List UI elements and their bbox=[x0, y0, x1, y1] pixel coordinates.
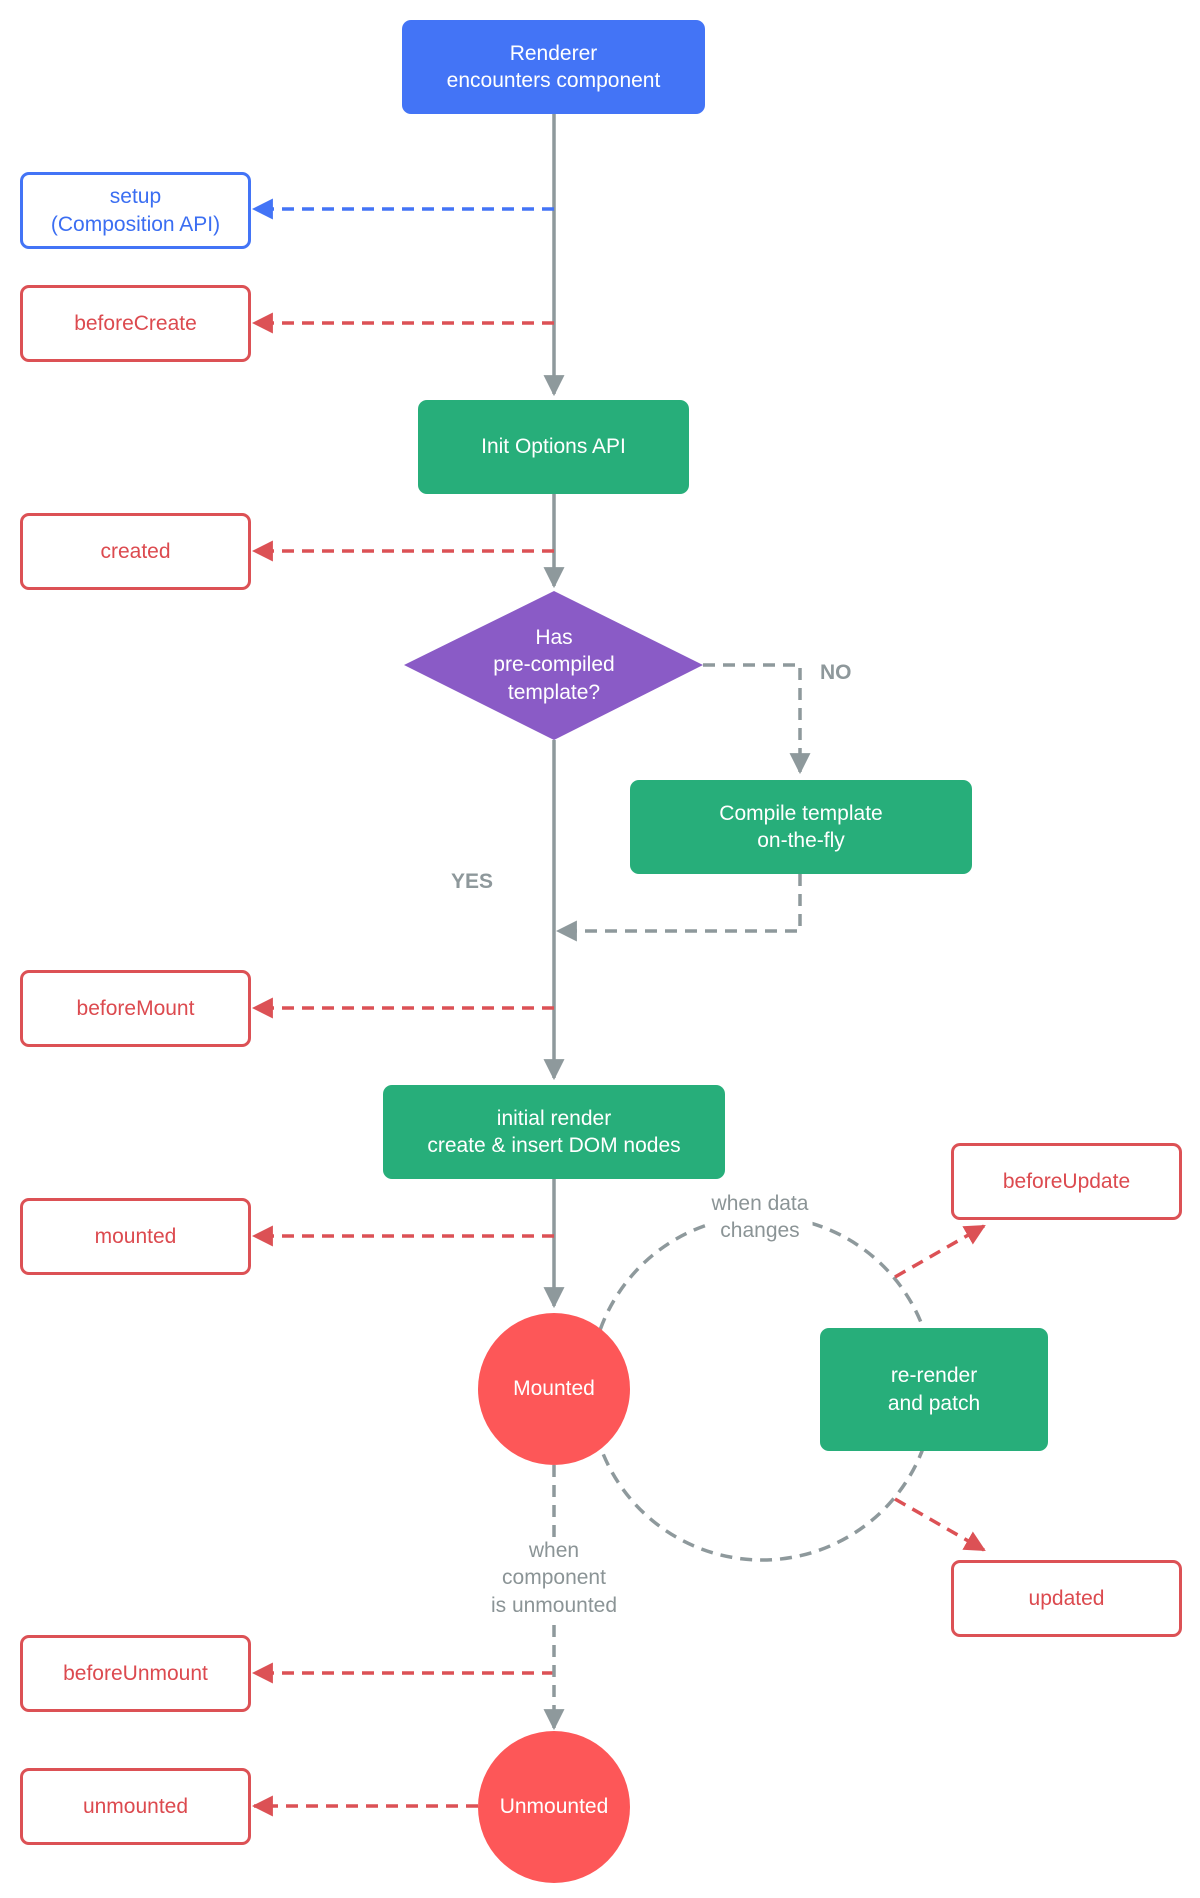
before-create-hook: beforeCreate bbox=[20, 285, 251, 362]
flow-decision-no-branch bbox=[703, 663, 811, 775]
initial-render-node: initial render create & insert DOM nodes bbox=[383, 1085, 725, 1179]
init-options-node: Init Options API bbox=[418, 400, 689, 494]
mounted-state: Mounted bbox=[478, 1313, 630, 1465]
no-label: NO bbox=[820, 661, 852, 684]
before-update-hook: beforeUpdate bbox=[951, 1143, 1182, 1220]
before-unmount-hook: beforeUnmount bbox=[20, 1635, 251, 1712]
when-data-changes-label: when data changes bbox=[707, 1190, 813, 1245]
decision-diamond bbox=[404, 591, 703, 740]
arrow-to-updated bbox=[894, 1497, 986, 1552]
updated-hook: updated bbox=[951, 1560, 1182, 1637]
unmounted-hook: unmounted bbox=[20, 1768, 251, 1845]
unmounted-state: Unmounted bbox=[478, 1731, 630, 1883]
setup-hook: setup (Composition API) bbox=[20, 172, 251, 249]
compile-template-node: Compile template on-the-fly bbox=[630, 780, 972, 874]
rerender-node: re-render and patch bbox=[820, 1328, 1048, 1451]
before-mount-hook: beforeMount bbox=[20, 970, 251, 1047]
mounted-hook: mounted bbox=[20, 1198, 251, 1275]
when-unmounted-label: when component is unmounted bbox=[486, 1537, 622, 1619]
yes-label: YES bbox=[451, 870, 494, 893]
renderer-node: Renderer encounters component bbox=[402, 20, 705, 114]
arrow-to-before-update bbox=[894, 1224, 986, 1279]
decision-label: Has pre-compiled template? bbox=[493, 626, 615, 704]
created-hook: created bbox=[20, 513, 251, 590]
